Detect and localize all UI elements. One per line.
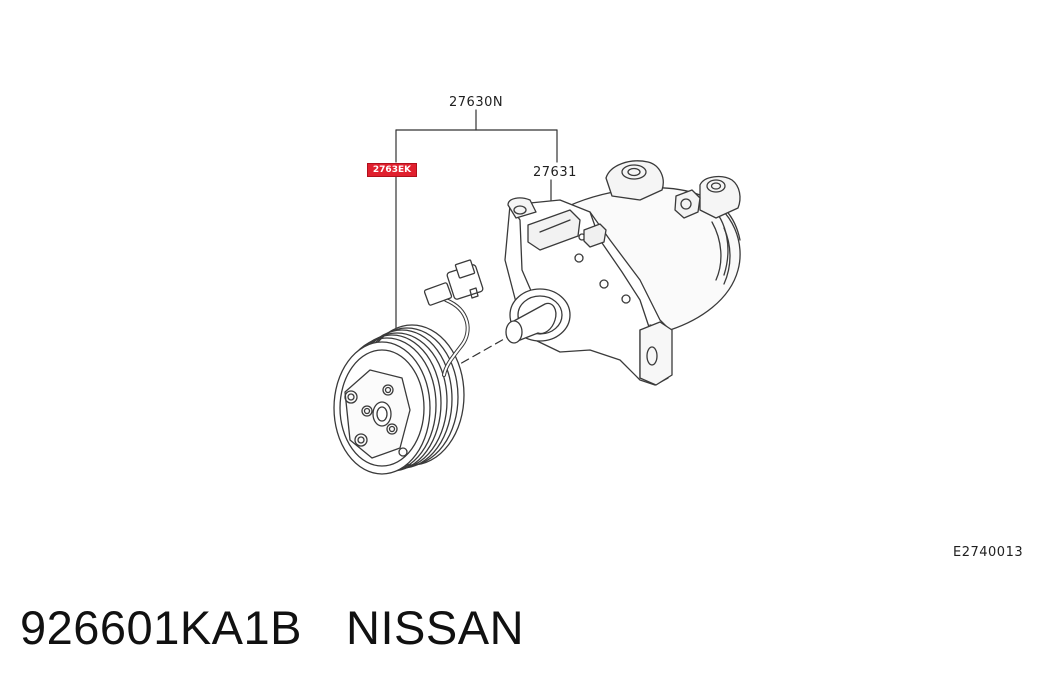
- highlighted-part-tag[interactable]: 2763EK: [367, 163, 417, 177]
- part-number: 926601KA1B: [20, 601, 303, 654]
- callout-compressor-label: 27631: [533, 165, 577, 180]
- diagram-reference-code: E2740013: [953, 545, 1024, 560]
- brand-name: NISSAN: [346, 601, 525, 654]
- clutch-pulley: [333, 324, 465, 475]
- callout-assembly-label: 27630N: [449, 95, 504, 110]
- callout-leader-lines: [395, 109, 558, 396]
- part-caption: 926601KA1B NISSAN: [20, 600, 524, 655]
- compressor-body: [504, 160, 741, 386]
- clutch-wire-harness: [423, 259, 484, 377]
